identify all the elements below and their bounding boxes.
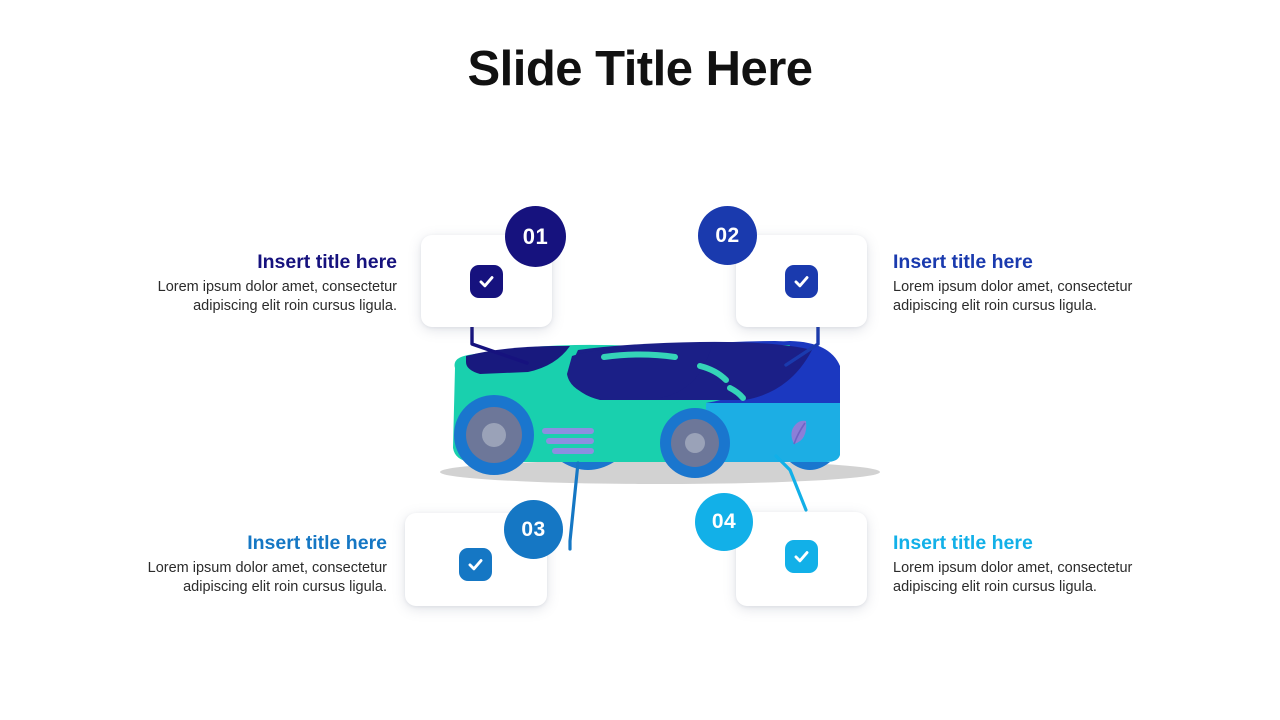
car-window-highlight-3	[727, 385, 746, 401]
leaf-logo	[791, 420, 807, 444]
car-rear-wheel-tire	[671, 419, 719, 467]
text-block-4-title: Insert title here	[893, 532, 1033, 554]
check-icon	[794, 276, 809, 288]
connector-line-3	[568, 461, 580, 551]
car-window-highlight-1	[601, 351, 678, 360]
car-rear-lower-panel	[706, 403, 840, 462]
car-side-vent-2	[546, 438, 594, 444]
check-icon	[468, 559, 483, 571]
step-number-badge-3[interactable]: 03	[504, 500, 563, 559]
text-block-2-title: Insert title here	[893, 251, 1033, 273]
step-number-badge-2[interactable]: 02	[698, 206, 757, 265]
step-number-badge-1[interactable]: 01	[505, 206, 566, 267]
check-icon-1[interactable]	[470, 265, 503, 298]
car-body-teal-midsection	[600, 345, 790, 462]
car-front-wheel-hub	[482, 423, 506, 447]
step-number-badge-4[interactable]: 04	[695, 493, 753, 551]
text-block-4: Insert title here Lorem ipsum dolor amet…	[893, 530, 1169, 597]
check-icon	[794, 551, 809, 563]
car-windshield-navy	[567, 345, 712, 398]
car-body-teal	[453, 344, 706, 462]
text-block-3-body: Lorem ipsum dolor amet, consectetur adip…	[147, 560, 387, 595]
check-icon-4[interactable]	[785, 540, 818, 573]
check-icon	[479, 276, 494, 288]
text-block-1-body: Lorem ipsum dolor amet, consectetur adip…	[157, 279, 397, 314]
text-block-3: Insert title here Lorem ipsum dolor amet…	[111, 530, 387, 597]
text-block-2-body: Lorem ipsum dolor amet, consectetur adip…	[893, 279, 1133, 314]
car-side-vent-1	[542, 428, 594, 434]
car-front-skirt	[562, 462, 614, 470]
car-roof-cabin	[568, 341, 812, 400]
car-rear-upper-shell	[706, 341, 840, 403]
step-number-label: 04	[711, 510, 737, 533]
car-rear-wheel-hub	[685, 433, 705, 453]
text-block-2: Insert title here Lorem ipsum dolor amet…	[893, 249, 1169, 316]
leaf-logo-stem	[793, 422, 806, 445]
check-icon-2[interactable]	[785, 265, 818, 298]
check-icon-3[interactable]	[459, 548, 492, 581]
step-number-label: 03	[521, 517, 546, 541]
car-window-highlight-2	[697, 363, 729, 383]
step-number-label: 02	[715, 223, 740, 247]
text-block-4-body: Lorem ipsum dolor amet, consectetur adip…	[893, 560, 1133, 595]
car-ground-shadow	[440, 460, 880, 484]
car-front-wheel-ring	[454, 395, 534, 475]
connector-line-4	[774, 454, 808, 512]
car-rear-roof-curve	[640, 341, 840, 403]
car-rear-skirt	[790, 462, 830, 470]
connector-line-1	[470, 325, 529, 365]
text-block-3-title: Insert title here	[247, 532, 387, 554]
car-side-vent-3	[552, 448, 594, 454]
connector-line-2	[784, 325, 820, 367]
car-front-wheel-tire	[466, 407, 522, 463]
text-block-1: Insert title here Lorem ipsum dolor amet…	[121, 249, 397, 316]
car-rear-wheel-ring	[660, 408, 730, 478]
car-front-hood-wedge	[466, 346, 570, 374]
text-block-1-title: Insert title here	[257, 251, 397, 273]
page-title: Slide Title Here	[467, 42, 813, 96]
step-number-label: 01	[522, 223, 549, 249]
